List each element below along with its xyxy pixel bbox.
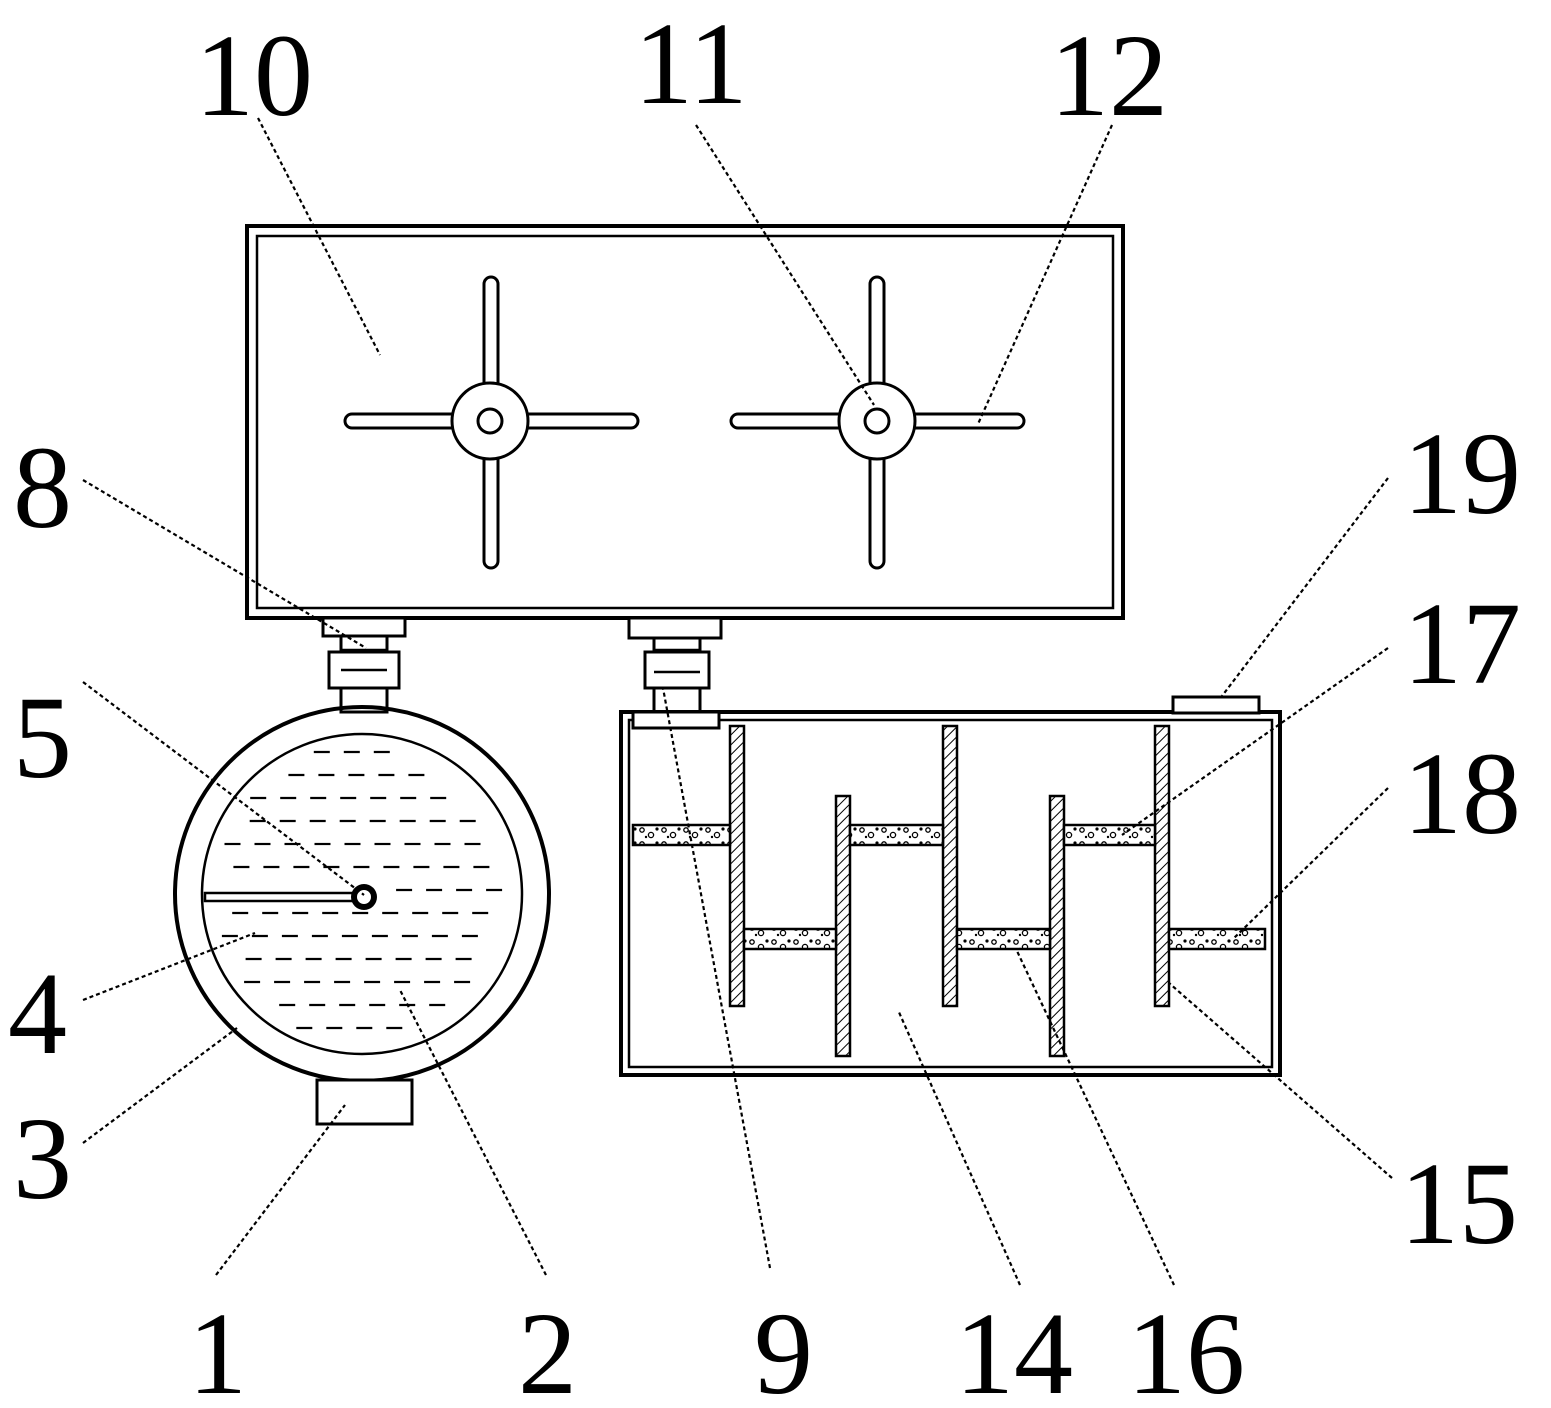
label-17: 17 bbox=[1403, 578, 1521, 709]
label-2: 2 bbox=[518, 1288, 577, 1408]
label-19: 19 bbox=[1403, 408, 1521, 539]
left-connector bbox=[321, 616, 407, 714]
filter-layers-lower bbox=[742, 927, 1267, 951]
liquid-dashes bbox=[221, 750, 503, 1030]
label-15: 15 bbox=[1400, 1138, 1518, 1269]
left-impeller bbox=[343, 275, 640, 570]
label-1: 1 bbox=[188, 1288, 247, 1408]
label-10: 10 bbox=[195, 10, 313, 141]
leader-lines bbox=[82, 117, 1393, 1286]
baffle-hanging-2 bbox=[941, 724, 959, 1008]
filter-layers-upper bbox=[631, 823, 1157, 847]
round-tank bbox=[173, 705, 551, 1126]
label-3: 3 bbox=[13, 1093, 72, 1224]
label-14: 14 bbox=[955, 1288, 1073, 1408]
label-12: 12 bbox=[1050, 10, 1168, 141]
label-18: 18 bbox=[1403, 728, 1521, 859]
baffle-standing-2 bbox=[1048, 794, 1066, 1058]
label-4: 4 bbox=[8, 948, 67, 1079]
baffle-hanging-1 bbox=[728, 724, 746, 1008]
label-9: 9 bbox=[754, 1288, 813, 1408]
label-16: 16 bbox=[1127, 1288, 1245, 1408]
label-11: 11 bbox=[634, 0, 748, 129]
right-connector bbox=[627, 616, 723, 716]
baffle-standing-1 bbox=[834, 794, 852, 1058]
label-8: 8 bbox=[13, 422, 72, 553]
label-5: 5 bbox=[13, 672, 72, 803]
right-impeller bbox=[729, 275, 1026, 570]
baffle-hanging-3 bbox=[1153, 724, 1171, 1008]
